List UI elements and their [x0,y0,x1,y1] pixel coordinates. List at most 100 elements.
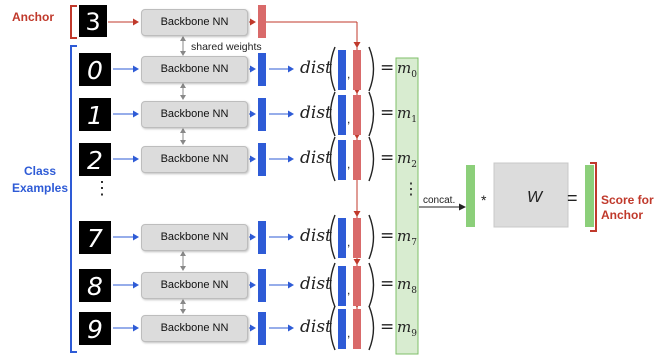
dist-anchor-vector-9 [353,309,361,349]
anchor-embedding [258,5,266,38]
dist-open-paren-0 [329,46,336,92]
backbone-nn-anchor: Backbone NN [141,9,248,36]
dist-close-paren-2 [368,136,375,182]
class-embedding-8 [258,269,266,302]
weight-matrix [493,162,569,228]
score-label-line2: Anchor [601,208,643,222]
score-label-line1: Score for [601,193,654,207]
shared-weights-arrow-4-5-up [180,299,186,304]
m-label-2: m2 [397,149,417,170]
backbone-nn-8: Backbone NN [141,272,248,299]
nn-to-vec-arrow-8-head [250,281,256,289]
shared-weights-arrow-4-5-down [180,309,186,314]
anchor-label: Anchor [12,10,54,24]
class-embedding-2 [258,143,266,176]
m-label-7: m7 [397,227,417,248]
dist-class-vector-2 [338,140,346,180]
equals-sign: = [567,188,578,208]
anchor-to-nn-arrow-head [133,18,139,26]
score-bracket [590,162,597,232]
anchor-down-arrow-0-head [353,42,361,48]
digit-to-nn-arrow-7-head [133,233,139,241]
digit-to-nn-arrow-1-head [133,110,139,118]
m-label-9: m9 [397,318,417,339]
vec-to-dist-arrow-1-head [288,110,294,118]
dist-label-9: dist [300,317,332,337]
digit-image-2: 2 [79,143,111,176]
class-examples-line2: Examples [11,181,69,195]
class-examples-bracket [70,45,77,353]
backbone-nn-0: Backbone NN [141,56,248,83]
dist-open-paren-8 [329,262,336,308]
dist-anchor-vector-8 [353,266,361,306]
dist-label-0: dist [300,58,332,78]
vec-to-dist-arrow-8-head [288,281,294,289]
class-examples-label: Class Examples [8,163,72,197]
shared-weights-arrow-top-up [180,36,186,41]
m-label-1: m1 [397,104,417,125]
class-examples-line1: Class [23,164,57,178]
digit-glyph-1: 1 [87,101,103,130]
nn-to-vec-arrow-9-head [250,324,256,332]
class-embedding-9 [258,312,266,345]
shared-weights-arrow-1-2-down [180,140,186,145]
m-equals-9: = [380,317,395,337]
dist-label-8: dist [300,274,332,294]
dist-open-paren-7 [329,214,336,260]
class-embedding-0 [258,53,266,86]
digit-to-nn-arrow-2-head [133,155,139,163]
shared-weights-arrow-0-1-down [180,95,186,100]
dist-close-paren-7 [368,214,375,260]
dist-class-vector-9 [338,309,346,349]
dist-label-7: dist [300,226,332,246]
digit-image-1: 1 [79,98,111,131]
dist-comma-1: , [347,112,351,126]
multiply-sign: * [481,192,487,208]
dist-anchor-vector-2 [353,140,361,180]
dist-anchor-vector-0 [353,50,361,90]
vec-to-dist-arrow-9-head [288,324,294,332]
dist-class-vector-8 [338,266,346,306]
nn-to-vec-arrow-0-head [250,65,256,73]
weight-label: W [527,189,543,206]
dist-label-2: dist [300,148,332,168]
dist-anchor-vector-1 [353,95,361,135]
digit-to-nn-arrow-0-head [133,65,139,73]
dist-open-paren-9 [329,305,336,351]
dist-close-paren-9 [368,305,375,351]
anchor-digit-glyph: 3 [85,8,100,36]
anchor-down-arrow-3-head [353,211,361,217]
m-column [395,57,419,355]
nn-to-vec-arrow-1-head [250,110,256,118]
backbone-nn-9: Backbone NN [141,315,248,342]
class-embedding-1 [258,98,266,131]
digit-image-8: 8 [79,269,111,302]
digit-image-0: 0 [79,53,111,86]
dist-class-vector-1 [338,95,346,135]
m-equals-2: = [380,148,395,168]
concat-label: concat. [423,195,456,206]
shared-weights-arrow-0-1-up [180,83,186,88]
nn-to-vec-arrow-2-head [250,155,256,163]
dist-comma-9: , [347,326,351,340]
shared-weights-arrow-top-down [180,51,186,56]
dist-comma-0: , [347,67,351,81]
digit-to-nn-arrow-9-head [133,324,139,332]
anchor-down-arrow-4-head [353,259,361,265]
vec-to-dist-arrow-0-head [288,65,294,73]
dist-close-paren-8 [368,262,375,308]
m-equals-7: = [380,226,395,246]
digit-to-nn-arrow-8-head [133,281,139,289]
nn-to-vec-arrow-7-head [250,233,256,241]
vec-to-dist-arrow-2-head [288,155,294,163]
dist-open-paren-1 [329,91,336,137]
score-label: Score for Anchor [601,193,654,223]
backbone-nn-1: Backbone NN [141,101,248,128]
dist-open-paren-2 [329,136,336,182]
dist-close-paren-0 [368,46,375,92]
class-embedding-7 [258,221,266,254]
dist-anchor-vector-7 [353,218,361,258]
dist-close-paren-1 [368,91,375,137]
digit-image-9: 9 [79,312,111,345]
dist-class-vector-0 [338,50,346,90]
